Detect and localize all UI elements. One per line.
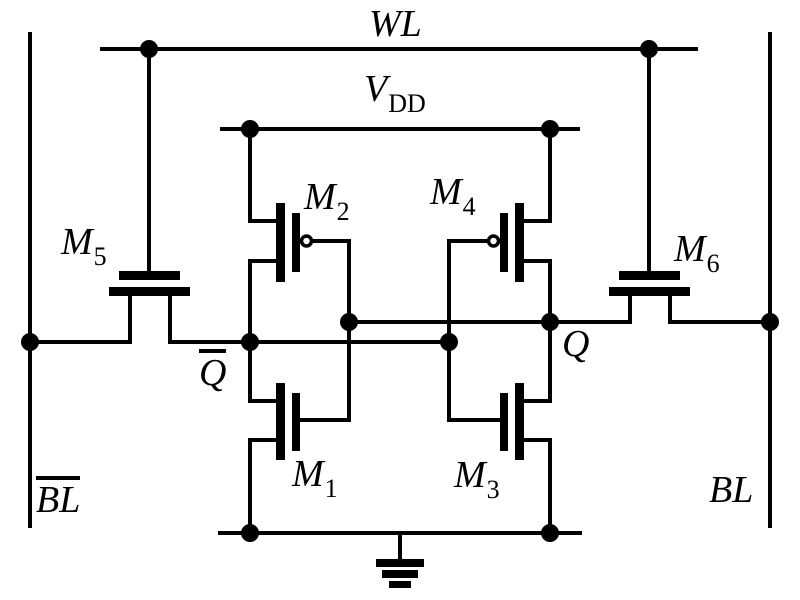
junction-q-gates	[340, 313, 358, 331]
qbar-node-label: Q	[199, 349, 227, 392]
m2-gate-bar	[292, 213, 300, 272]
m4-gate-bubble-icon	[486, 234, 501, 248]
m1-channel-bar	[276, 383, 285, 460]
m3-label: M3	[454, 454, 500, 504]
bitline-left-label: BL	[36, 476, 81, 519]
m3-gate-bar	[500, 393, 508, 451]
m2-channel-bar	[276, 203, 285, 282]
m6-drain-q-wire	[349, 295, 632, 324]
m5-channel-bar	[109, 287, 190, 296]
vdd-label-base: V	[364, 68, 388, 110]
m4-gate-bar	[500, 213, 508, 272]
m2-label: M2	[304, 176, 350, 226]
m6-channel-bar	[609, 287, 690, 296]
m4-m3-drain-lead	[524, 259, 552, 403]
m4-label: M4	[430, 171, 476, 221]
m5-gate-bar	[119, 271, 180, 280]
m5-drain-qbar-wire	[168, 295, 449, 344]
m3-channel-bar	[515, 383, 524, 460]
junction-gnd-m3	[541, 524, 559, 542]
m2-gate-bubble-icon	[299, 234, 314, 248]
vdd-label: VDD	[364, 70, 426, 117]
m6-label: M6	[674, 228, 720, 278]
m6-source-wire	[668, 295, 770, 324]
blbar-overline: BL	[36, 476, 81, 519]
qbar-overline: Q	[199, 349, 227, 392]
m1-source-lead	[248, 438, 276, 533]
m2-m1-gate-wire	[300, 239, 351, 422]
m4-m3-gate-wire	[447, 239, 500, 422]
junction-qbar-gates	[440, 333, 458, 351]
m5-label: M5	[61, 221, 107, 271]
m2-m1-drain-lead	[248, 259, 276, 403]
q-node-label: Q	[562, 323, 590, 365]
m1-gate-bar	[292, 393, 300, 451]
junction-bl-m6	[761, 313, 779, 331]
m5-source-wire	[30, 295, 132, 344]
junction-blbar-m5	[21, 333, 39, 351]
m6-gate-bar	[619, 271, 680, 280]
ground-symbol-bar1	[376, 559, 424, 567]
m2-source-lead	[248, 129, 276, 223]
wordline-label: WL	[369, 5, 422, 43]
junction-vdd-m2	[241, 120, 259, 138]
wordline-label-text: WL	[369, 3, 422, 45]
bitline-right-label: BL	[709, 469, 754, 511]
m3-source-lead	[524, 438, 552, 533]
ground-symbol-bar2	[382, 570, 418, 578]
junction-q-drains	[541, 313, 559, 331]
m4-channel-bar	[515, 203, 524, 282]
ground-symbol-bar3	[389, 581, 411, 588]
junction-wl-m6	[640, 40, 658, 58]
junction-qbar-drains	[241, 333, 259, 351]
vdd-label-sub: DD	[388, 89, 426, 118]
m4-source-lead	[524, 129, 552, 223]
junction-vdd-m4	[541, 120, 559, 138]
junction-gnd-m1	[241, 524, 259, 542]
m1-label: M1	[292, 453, 338, 503]
junction-wl-m5	[140, 40, 158, 58]
